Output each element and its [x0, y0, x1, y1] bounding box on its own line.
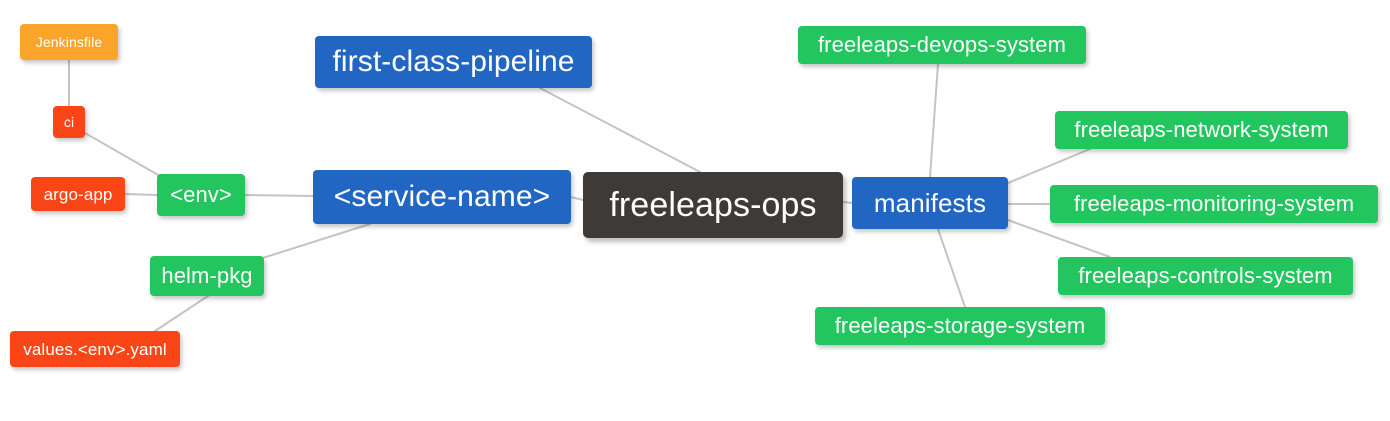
node-label-monitoring: freeleaps-monitoring-system	[1073, 191, 1355, 216]
node-label-service-name: <service-name>	[333, 180, 551, 213]
node-label-pipeline: first-class-pipeline	[332, 45, 575, 78]
edge-env-to-service-name	[244, 194, 314, 197]
node-label-env: <env>	[170, 182, 232, 207]
node-manifests[interactable]: manifests	[852, 177, 1008, 229]
edge-manifests-to-devops	[929, 63, 939, 178]
node-values-yaml[interactable]: values.<env>.yaml	[10, 331, 180, 367]
node-argo-app[interactable]: argo-app	[31, 177, 125, 211]
node-pipeline[interactable]: first-class-pipeline	[315, 36, 592, 88]
node-service-name[interactable]: <service-name>	[313, 170, 571, 224]
edge-manifests-to-storage	[937, 228, 966, 308]
node-network[interactable]: freeleaps-network-system	[1055, 111, 1348, 149]
node-label-jenkinsfile: Jenkinsfile	[35, 34, 103, 50]
node-label-controls: freeleaps-controls-system	[1078, 263, 1333, 288]
node-label-manifests: manifests	[873, 188, 987, 218]
node-label-network: freeleaps-network-system	[1074, 117, 1329, 142]
edge-service-name-to-root	[570, 196, 584, 201]
node-root[interactable]: freeleaps-ops	[583, 172, 843, 238]
node-label-ci: ci	[63, 114, 75, 130]
edge-argo-app-to-env	[124, 193, 158, 196]
edge-pipeline-to-root	[539, 87, 701, 173]
edge-values-yaml-to-helm-pkg	[154, 295, 209, 332]
node-controls[interactable]: freeleaps-controls-system	[1058, 257, 1353, 295]
node-label-devops: freeleaps-devops-system	[817, 32, 1067, 57]
node-monitoring[interactable]: freeleaps-monitoring-system	[1050, 185, 1378, 223]
edge-ci-to-env	[84, 132, 161, 177]
node-label-helm-pkg: helm-pkg	[161, 263, 253, 288]
node-jenkinsfile[interactable]: Jenkinsfile	[20, 24, 118, 60]
edge-root-to-manifests	[842, 201, 853, 204]
node-storage[interactable]: freeleaps-storage-system	[815, 307, 1105, 345]
node-ci[interactable]: ci	[53, 106, 85, 138]
node-label-storage: freeleaps-storage-system	[834, 313, 1086, 338]
node-label-root: freeleaps-ops	[609, 186, 817, 224]
node-devops[interactable]: freeleaps-devops-system	[798, 26, 1086, 64]
edge-manifests-to-network	[1007, 148, 1091, 184]
node-env[interactable]: <env>	[157, 174, 245, 216]
node-label-argo-app: argo-app	[43, 184, 113, 204]
node-helm-pkg[interactable]: helm-pkg	[150, 256, 264, 296]
node-label-values-yaml: values.<env>.yaml	[23, 339, 167, 359]
edge-helm-pkg-to-service-name	[249, 223, 371, 263]
edge-manifests-to-controls	[1007, 219, 1111, 258]
